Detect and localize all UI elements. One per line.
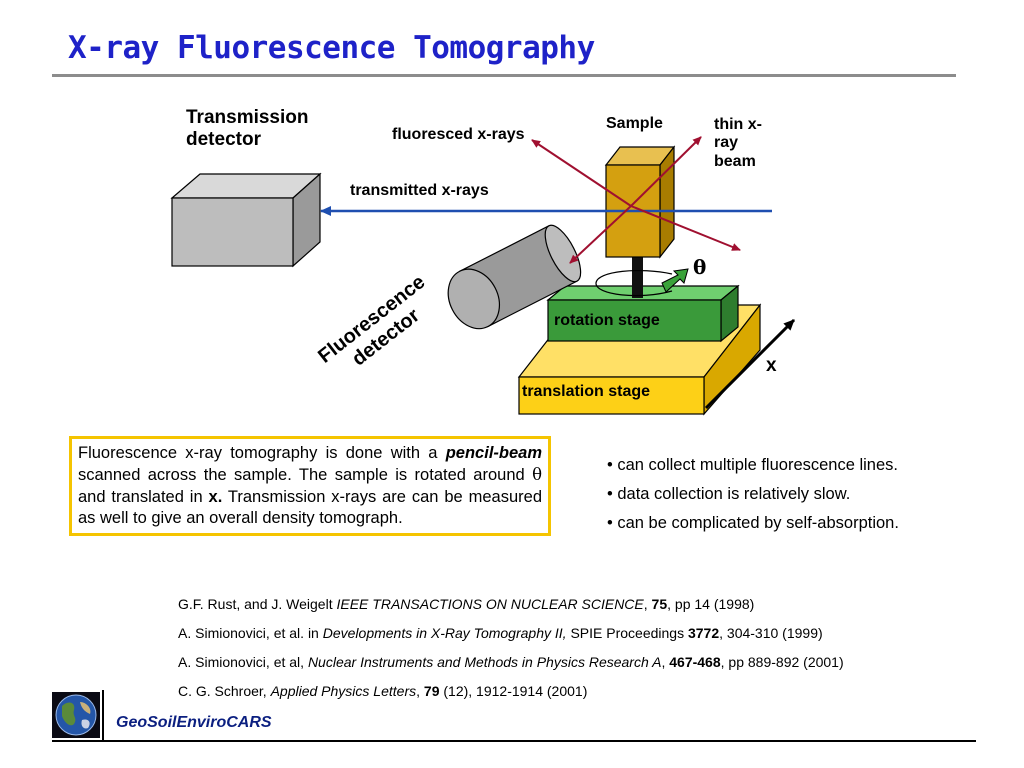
fluorescence-detector-cylinder <box>447 224 582 330</box>
organization-name: GeoSoilEnviroCARS <box>116 714 272 731</box>
bullet-item: • data collection is relatively slow. <box>607 485 851 503</box>
x-axis-arrow <box>704 318 796 410</box>
x-term: x. <box>208 487 223 506</box>
translation-stage-label: translation stage <box>522 383 651 400</box>
beam-label: thin x- ray beam <box>714 116 762 170</box>
x-axis-label: x <box>766 355 777 376</box>
transmission-detector-label: Transmission detector <box>186 107 309 150</box>
earth-globe-icon <box>52 692 100 738</box>
reference-item: C. G. Schroer, Applied Physics Letters, … <box>178 683 588 699</box>
references: G.F. Rust, and J. Weigelt IEEE TRANSACTI… <box>178 596 844 712</box>
footer-rule <box>52 740 976 742</box>
title-underline <box>52 74 956 77</box>
footer-divider <box>102 690 104 742</box>
pencil-beam-term: pencil-beam <box>445 444 542 462</box>
transmitted-xrays-label: transmitted x-rays <box>350 182 489 199</box>
theta-rotation-arrow <box>661 268 689 293</box>
fluorescence-rays <box>531 136 741 264</box>
fluoresced-xrays-label: fluoresced x-rays <box>392 126 525 143</box>
sample-label: Sample <box>606 115 663 132</box>
sample-rod <box>632 256 643 298</box>
xrf-tomography-diagram <box>170 136 796 416</box>
theta-label: θ <box>693 255 707 279</box>
description-box: Fluorescence x-ray tomography is done wi… <box>69 436 551 536</box>
slide-title: X-ray Fluorescence Tomography <box>68 30 595 66</box>
sample-block <box>604 145 676 259</box>
reference-item: A. Simionovici, et al, Nuclear Instrumen… <box>178 654 844 670</box>
rotation-stage-block <box>546 284 740 343</box>
feature-bullets: • can collect multiple fluorescence line… <box>607 456 899 543</box>
bullet-item: • can collect multiple fluorescence line… <box>607 456 898 474</box>
transmission-detector-box <box>170 172 322 268</box>
bullet-item: • can be complicated by self-absorption. <box>607 514 899 532</box>
theta-symbol: θ <box>532 465 542 485</box>
rotation-arc <box>595 269 673 297</box>
reference-item: G.F. Rust, and J. Weigelt IEEE TRANSACTI… <box>178 596 755 612</box>
reference-item: A. Simionovici, et al. in Developments i… <box>178 625 823 641</box>
rotation-stage-label: rotation stage <box>554 312 660 329</box>
